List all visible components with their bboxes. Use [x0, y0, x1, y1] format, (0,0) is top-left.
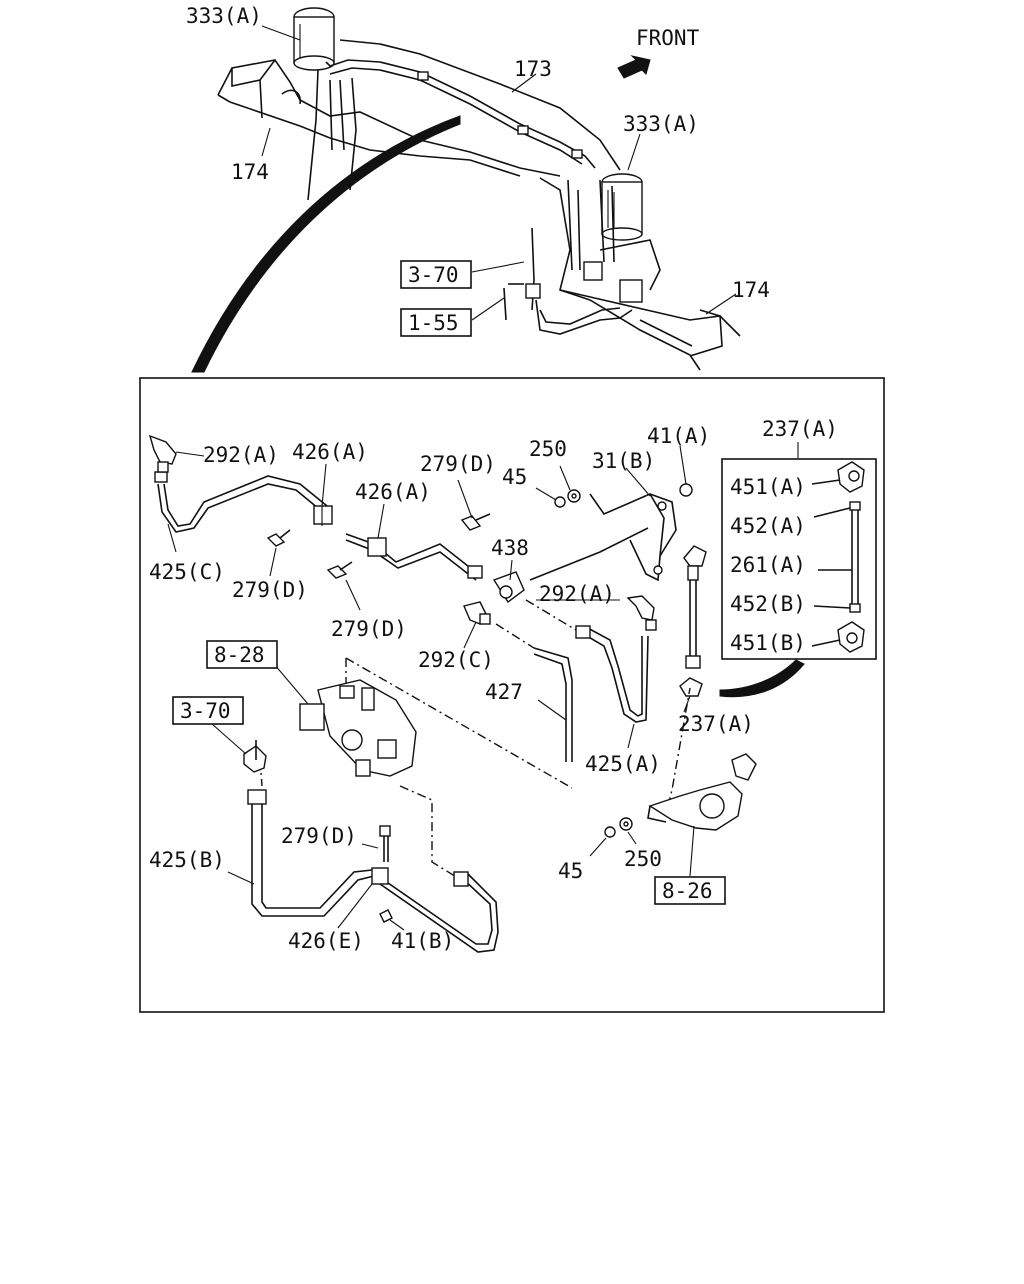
label-292a-top: 292(A): [203, 443, 279, 467]
ball-joint-451a: [811, 461, 865, 493]
valve-unit-8-28: [299, 679, 417, 777]
pipe-425a: [575, 625, 649, 723]
washer-250-low: [619, 817, 633, 831]
label-426e: 426(E): [288, 929, 364, 953]
detail-leaders: [167, 445, 695, 931]
pipe-lower-right: [377, 871, 499, 953]
label-425a: 425(A): [585, 752, 661, 776]
bracket-31b: [589, 493, 677, 582]
inset-callout-arc: [719, 659, 805, 698]
label-426a-top: 426(A): [292, 440, 368, 464]
ref-box-3-70-top: 3-70: [400, 260, 472, 289]
ref-box-8-26: 8-26: [654, 876, 726, 905]
clip-426e: [371, 867, 389, 885]
label-426a-mid: 426(A): [355, 480, 431, 504]
rod-261a: [818, 510, 859, 604]
elbow-292a-top: [148, 434, 177, 473]
elbow-292a-mid: [626, 595, 657, 631]
overview-assembly: FRONT 333(A) 173 333(A) 174 174 3-70 1-5…: [186, 4, 770, 373]
front-label: FRONT: [636, 26, 700, 50]
tee-438: [492, 571, 525, 604]
pipe-425b: [247, 789, 375, 917]
label-333a-right: 333(A): [623, 112, 699, 136]
label-45-top: 45: [502, 465, 527, 489]
label-279d-mid: 279(D): [331, 617, 407, 641]
front-direction-arrow: FRONT: [617, 26, 700, 79]
label-173: 173: [514, 57, 552, 81]
inset-title: 237(A): [762, 417, 838, 441]
label-250-top: 250: [529, 437, 567, 461]
label-174-right: 174: [732, 278, 770, 302]
svg-text:1-55: 1-55: [408, 311, 459, 335]
nut-452a: [813, 501, 861, 518]
nut-41a: [679, 483, 693, 497]
ref-box-8-28: 8-28: [206, 640, 278, 669]
nut-41b: [379, 909, 393, 923]
callout-arc: [191, 115, 461, 373]
svg-text:3-70: 3-70: [180, 699, 231, 723]
label-425c: 425(C): [149, 560, 225, 584]
ball-joint-451b: [811, 621, 865, 653]
label-41a: 41(A): [647, 424, 710, 448]
ref-box-3-70-detail: 3-70: [172, 696, 244, 725]
label-41b: 41(B): [391, 929, 454, 953]
bolt-279d-mid: [326, 561, 353, 579]
label-250-low: 250: [624, 847, 662, 871]
label-427: 427: [485, 680, 523, 704]
label-333a-left: 333(A): [186, 4, 262, 28]
overview-leaders: [261, 25, 737, 321]
reservoir-tank-left: [293, 7, 335, 71]
nut-45-low: [604, 826, 616, 838]
label-292a-mid: 292(A): [539, 582, 615, 606]
nut-45-top: [554, 496, 566, 508]
label-31b: 31(B): [592, 449, 655, 473]
label-279d-low: 279(D): [281, 824, 357, 848]
frame-rail-left: [217, 59, 561, 177]
label-45-low: 45: [558, 859, 583, 883]
valve-cluster: [503, 179, 643, 335]
label-425b: 425(B): [149, 848, 225, 872]
bolt-279d-low: [379, 825, 391, 862]
detail-assembly: 292(A) 426(A) 279(D) 250 45 31(B) 41(A) …: [148, 417, 877, 953]
ref-box-1-55: 1-55: [400, 308, 472, 337]
vertical-member: [307, 69, 357, 201]
svg-text:3-70: 3-70: [408, 263, 459, 287]
label-279d-top: 279(D): [420, 452, 496, 476]
clip-426a-top: [313, 504, 333, 526]
bolt-279d-top: [460, 513, 491, 531]
nut-452b: [813, 603, 861, 613]
inset-item-451b: 451(B): [730, 631, 806, 655]
sensor-8-26: [647, 753, 757, 831]
inset-item-451a: 451(A): [730, 475, 806, 499]
inset-237a: 237(A): [721, 417, 877, 660]
label-174-left: 174: [231, 160, 269, 184]
svg-text:8-26: 8-26: [662, 879, 713, 903]
hose-427: [533, 647, 573, 762]
svg-text:8-28: 8-28: [214, 643, 265, 667]
inset-item-261a: 261(A): [730, 553, 806, 577]
rod-237a: [679, 545, 707, 697]
label-438: 438: [491, 536, 529, 560]
connector-3-70: [243, 740, 267, 773]
label-237a: 237(A): [678, 712, 754, 736]
frame-rail-right: [539, 177, 741, 371]
pipe-425c: [154, 471, 333, 533]
bolt-279d-left: [266, 529, 291, 547]
inset-item-452b: 452(B): [730, 592, 806, 616]
reservoir-tank-right: [601, 173, 643, 241]
washer-250-top: [567, 489, 581, 503]
label-292c: 292(C): [418, 648, 494, 672]
elbow-292c: [463, 601, 491, 625]
pipe-mid: [345, 533, 483, 581]
detail-frame: [139, 377, 885, 1013]
label-279d-left: 279(D): [232, 578, 308, 602]
inset-item-452a: 452(A): [730, 514, 806, 538]
brake-pipe-173: [325, 39, 621, 171]
